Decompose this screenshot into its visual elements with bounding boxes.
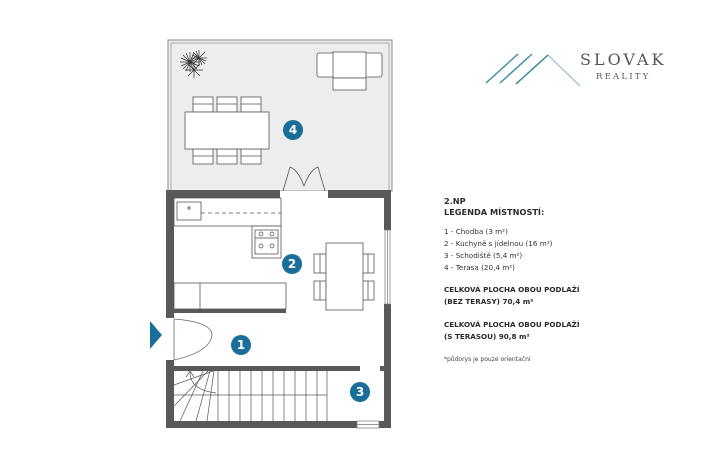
terrace-dining-table (184, 96, 270, 165)
legend-item: 3 - Schodiště (5,4 m²) (444, 251, 523, 260)
disclaimer-note: *půdorys je pouze orientační (444, 356, 531, 363)
staircase (173, 370, 328, 422)
logo: SLOVAK REALITY (482, 46, 682, 96)
floor-label: 2.NP (444, 196, 466, 206)
window-bottom (356, 420, 380, 429)
walls (166, 190, 391, 428)
kitchen-counter (173, 197, 287, 310)
total-line-2: (S TERASOU) 90,8 m² (444, 332, 530, 341)
entrance-door (173, 318, 213, 361)
total-line-1: CELKOVÁ PLOCHA OBOU PODLAŽÍ (444, 285, 580, 294)
logo-subtitle: REALITY (596, 72, 651, 82)
legend-item: 1 - Chodba (3 m²) (444, 227, 508, 236)
total-area-with-terrace: CELKOVÁ PLOCHA OBOU PODLAŽÍ (S TERASOU) … (444, 319, 684, 343)
legend-title: LEGENDA MÍSTNOSTÍ: (444, 207, 545, 217)
total-line-1: CELKOVÁ PLOCHA OBOU PODLAŽÍ (444, 320, 580, 329)
legend-item: 2 - Kuchyně s jídelnou (16 m²) (444, 239, 553, 248)
total-area-without-terrace: CELKOVÁ PLOCHA OBOU PODLAŽÍ (BEZ TERASY)… (444, 284, 684, 308)
terrace-door (282, 166, 326, 192)
plant-icon (180, 50, 207, 78)
legend-items: 1 - Chodba (3 m²) 2 - Kuchyně s jídelnou… (444, 226, 684, 274)
room-legend: 2.NP LEGENDA MÍSTNOSTÍ: 1 - Chodba (3 m²… (444, 196, 684, 364)
room-marker-3: 3 (350, 382, 370, 402)
room-marker-4: 4 (283, 120, 303, 140)
logo-brand: SLOVAK (580, 50, 667, 69)
entrance-arrow-icon (150, 321, 162, 349)
stove-icon (254, 229, 279, 255)
room-marker-1: 1 (231, 335, 251, 355)
logo-mark-icon (485, 53, 581, 87)
total-line-2: (BEZ TERASY) 70,4 m² (444, 297, 534, 306)
lounge-chair (316, 51, 383, 91)
legend-item: 4 - Terasa (20,4 m²) (444, 263, 515, 272)
window-right (384, 229, 391, 305)
dining-table (313, 242, 375, 311)
room-marker-2: 2 (282, 254, 302, 274)
